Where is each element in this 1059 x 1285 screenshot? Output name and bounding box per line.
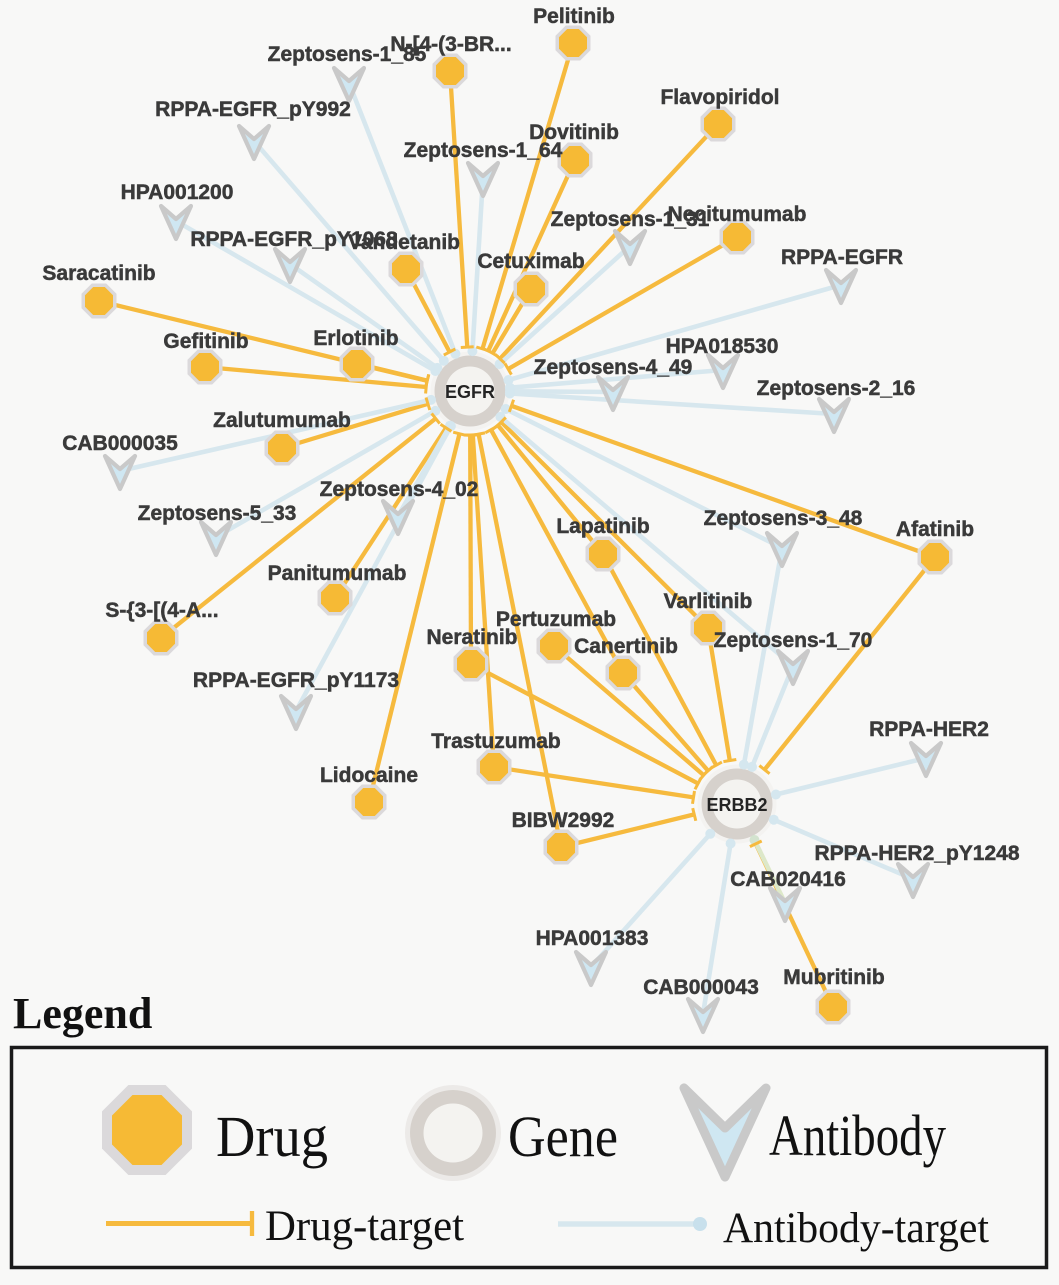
svg-text:Pertuzumab: Pertuzumab [496,608,616,631]
svg-text:Saracatinib: Saracatinib [42,262,155,285]
svg-text:CAB000043: CAB000043 [643,976,759,999]
svg-text:RPPA-EGFR_pY992: RPPA-EGFR_pY992 [155,98,351,121]
svg-text:Zeptosens-1_85: Zeptosens-1_85 [268,43,427,66]
svg-text:RPPA-HER2: RPPA-HER2 [869,718,989,741]
svg-text:RPPA-EGFR_pY1173: RPPA-EGFR_pY1173 [193,669,399,692]
svg-text:Drug: Drug [216,1104,328,1169]
svg-text:Zeptosens-4_02: Zeptosens-4_02 [320,478,479,501]
svg-text:Varlitinib: Varlitinib [664,590,753,613]
svg-text:Antibody: Antibody [769,1103,946,1168]
svg-text:N-[4-(3-BR...: N-[4-(3-BR... [390,33,511,56]
svg-text:Legend: Legend [13,989,152,1038]
svg-text:S-{3-[(4-A...: S-{3-[(4-A... [105,599,218,622]
svg-text:Antibody-target: Antibody-target [723,1205,989,1252]
svg-text:RPPA-HER2_pY1248: RPPA-HER2_pY1248 [814,842,1019,865]
svg-text:Cetuximab: Cetuximab [477,250,584,273]
svg-text:Mubritinib: Mubritinib [783,966,884,989]
svg-text:Zeptosens-3_48: Zeptosens-3_48 [704,507,863,530]
svg-text:Zeptosens-1_31: Zeptosens-1_31 [551,208,710,231]
svg-text:Gene: Gene [508,1104,618,1169]
svg-text:Gefitinib: Gefitinib [163,330,248,353]
svg-text:Lapatinib: Lapatinib [556,515,649,538]
svg-text:Lidocaine: Lidocaine [320,764,418,787]
svg-text:Zeptosens-2_16: Zeptosens-2_16 [757,377,916,400]
svg-text:Pelitinib: Pelitinib [533,5,615,28]
svg-text:Vandetanib: Vandetanib [348,231,460,254]
svg-text:RPPA-EGFR_pY1068: RPPA-EGFR_pY1068 [190,228,398,251]
svg-text:Necitumumab: Necitumumab [668,203,807,226]
svg-text:Afatinib: Afatinib [896,518,974,541]
svg-text:HPA001383: HPA001383 [536,927,649,950]
svg-text:BIBW2992: BIBW2992 [512,809,615,832]
svg-text:Zeptosens-1_64: Zeptosens-1_64 [404,139,563,162]
svg-text:Dovitinib: Dovitinib [529,121,619,144]
svg-text:CAB020416: CAB020416 [730,868,846,891]
svg-text:Neratinib: Neratinib [426,626,517,649]
svg-text:Panitumumab: Panitumumab [268,562,407,585]
svg-text:EGFR: EGFR [445,382,495,402]
svg-text:HPA018530: HPA018530 [666,335,779,358]
svg-text:Zeptosens-4_49: Zeptosens-4_49 [534,356,693,379]
svg-text:Zalutumumab: Zalutumumab [213,409,351,432]
svg-text:Flavopiridol: Flavopiridol [660,86,779,109]
svg-text:Canertinib: Canertinib [574,635,678,658]
svg-text:CAB000035: CAB000035 [62,432,178,455]
svg-text:Trastuzumab: Trastuzumab [431,730,561,753]
svg-text:HPA001200: HPA001200 [121,181,234,204]
svg-text:Drug-target: Drug-target [265,1203,464,1250]
svg-text:Erlotinib: Erlotinib [313,327,398,350]
svg-text:Zeptosens-1_70: Zeptosens-1_70 [714,629,873,652]
svg-text:ERBB2: ERBB2 [706,795,767,815]
svg-text:Zeptosens-5_33: Zeptosens-5_33 [138,502,297,525]
svg-text:RPPA-EGFR: RPPA-EGFR [781,246,903,269]
